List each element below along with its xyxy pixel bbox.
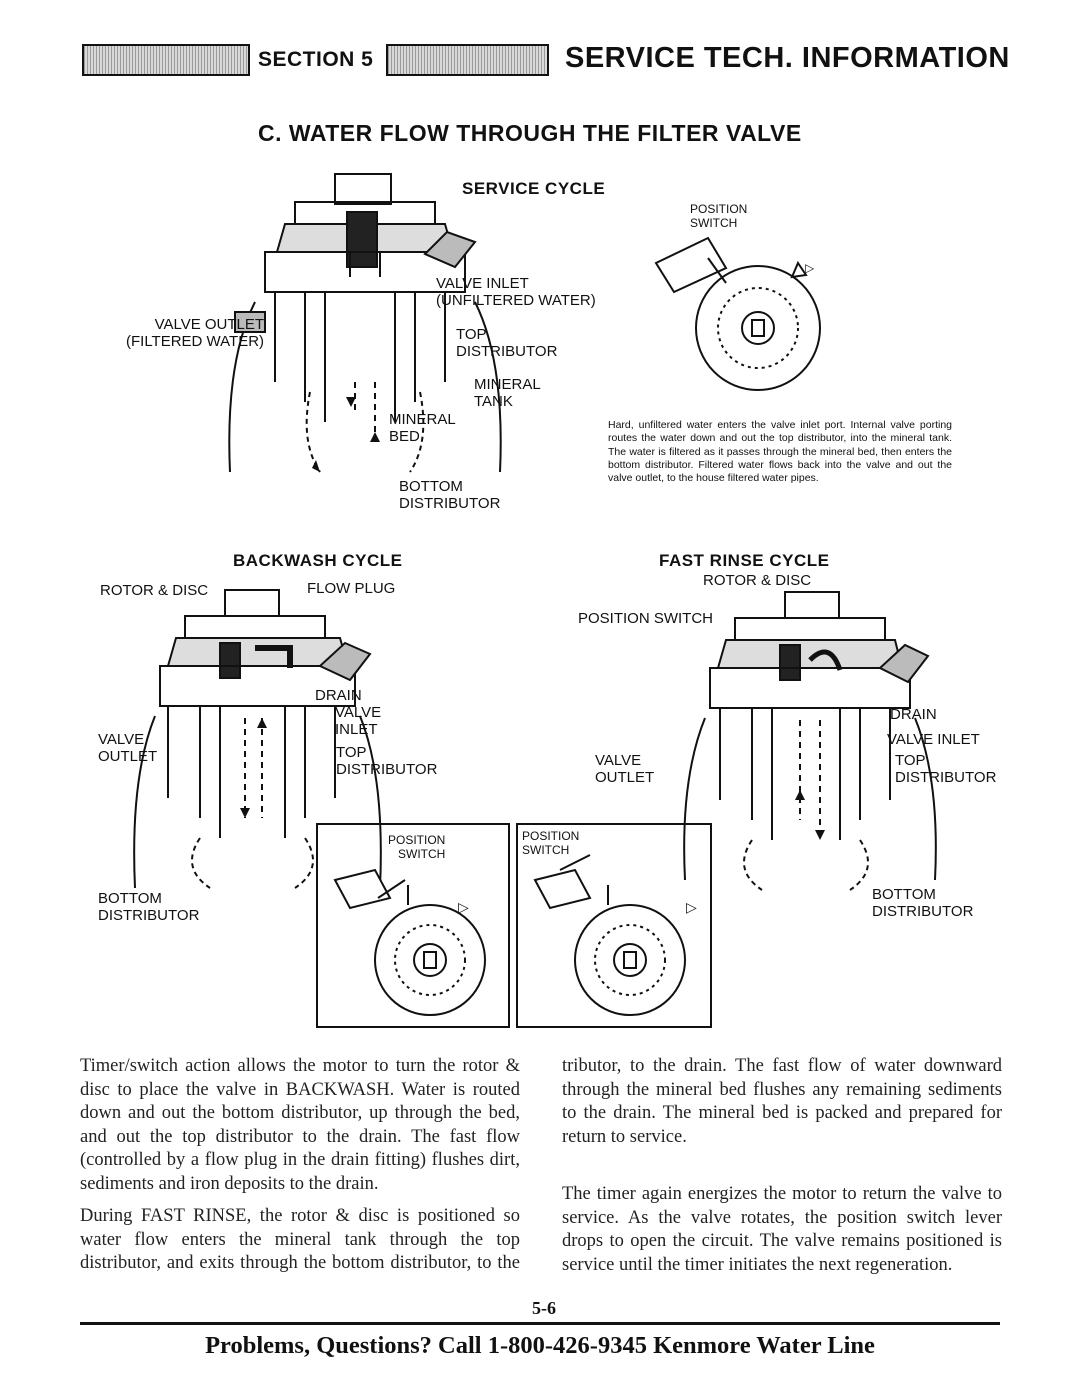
svg-text:▷: ▷	[686, 899, 697, 915]
svg-text:▷: ▷	[805, 261, 815, 275]
fast-rinse-top-distributor-label: TOP DISTRIBUTOR	[895, 752, 997, 786]
fast-rinse-position-inset	[516, 823, 712, 1028]
fast-rinse-valve-inlet-label: VALVE INLET	[887, 731, 980, 748]
service-valve-outlet-label: VALVE OUTLET (FILTERED WATER)	[126, 316, 265, 350]
page-title: SERVICE TECH. INFORMATION	[565, 42, 1010, 74]
backwash-flow-plug-label: FLOW PLUG	[307, 580, 396, 597]
backwash-valve-outlet-label: VALVE OUTLET	[98, 731, 158, 765]
body-column-right: tributor, to the drain. The fast flow of…	[562, 1055, 1002, 1277]
fast-rinse-cycle-title: FAST RINSE CYCLE	[659, 551, 830, 570]
backwash-bottom-distributor-label: BOTTOM DISTRIBUTOR	[98, 890, 200, 924]
body-left-paragraph-2: During FAST RINSE, the rotor & disc is p…	[80, 1206, 520, 1273]
section-label: SECTION 5	[258, 48, 374, 71]
header-bar-right	[386, 44, 549, 76]
body-left-paragraph-1: Timer/switch action allows the motor to …	[80, 1056, 520, 1194]
backwash-position-inset	[316, 823, 510, 1028]
section-subtitle: C. WATER FLOW THROUGH THE FILTER VALVE	[258, 120, 802, 146]
page-number: 5-6	[532, 1298, 556, 1318]
fast-rinse-rotor-disc-icon: ▷	[533, 854, 697, 1016]
body-column-left: Timer/switch action allows the motor to …	[80, 1055, 520, 1275]
fast-rinse-valve-outlet-label: VALVE OUTLET	[595, 752, 655, 786]
service-cycle-caption: Hard, unfiltered water enters the valve …	[608, 419, 952, 485]
service-valve-inlet-label: VALVE INLET (UNFILTERED WATER)	[436, 275, 596, 309]
service-position-switch-label: POSITION SWITCH	[690, 202, 748, 230]
service-mineral-tank-label: MINERAL TANK	[474, 376, 541, 410]
body-right-paragraph-2: The timer again energizes the motor to r…	[562, 1184, 1002, 1275]
fast-rinse-bottom-distributor-label: BOTTOM DISTRIBUTOR	[872, 886, 974, 920]
fast-rinse-valve-cross-section-icon	[683, 591, 937, 891]
service-valve-cross-section-icon	[228, 173, 502, 473]
backwash-rotor-disc-icon: ▷	[333, 868, 486, 1016]
body-right-paragraph-1: tributor, to the drain. The fast flow of…	[562, 1056, 1002, 1147]
fast-rinse-drain-label: DRAIN	[890, 706, 937, 723]
fast-rinse-rotor-disc-label: ROTOR & DISC	[703, 572, 812, 589]
backwash-valve-inlet-label: VALVE INLET	[335, 704, 382, 738]
backwash-drain-label: DRAIN	[315, 687, 362, 704]
header-bar-left	[82, 44, 250, 76]
backwash-valve-cross-section-icon	[133, 589, 382, 889]
service-mineral-bed-label: MINERAL BED	[389, 411, 456, 445]
svg-text:▷: ▷	[458, 899, 469, 915]
backwash-position-switch-label: POSITION SWITCH	[388, 833, 446, 861]
backwash-top-distributor-label: TOP DISTRIBUTOR	[336, 744, 438, 778]
service-top-distributor-label: TOP DISTRIBUTOR	[456, 326, 558, 360]
footer-text: Problems, Questions? Call 1-800-426-9345…	[205, 1332, 875, 1359]
fast-rinse-position-switch-small-label: POSITION SWITCH	[522, 829, 580, 857]
backwash-cycle-title: BACKWASH CYCLE	[233, 551, 403, 570]
service-bottom-distributor-label: BOTTOM DISTRIBUTOR	[399, 478, 501, 512]
fast-rinse-position-switch-label: POSITION SWITCH	[578, 610, 713, 627]
service-cycle-title: SERVICE CYCLE	[462, 179, 606, 198]
backwash-rotor-disc-label: ROTOR & DISC	[100, 582, 209, 599]
footer-rule	[80, 1322, 1000, 1325]
service-rotor-disc-icon: ▷	[654, 236, 821, 391]
